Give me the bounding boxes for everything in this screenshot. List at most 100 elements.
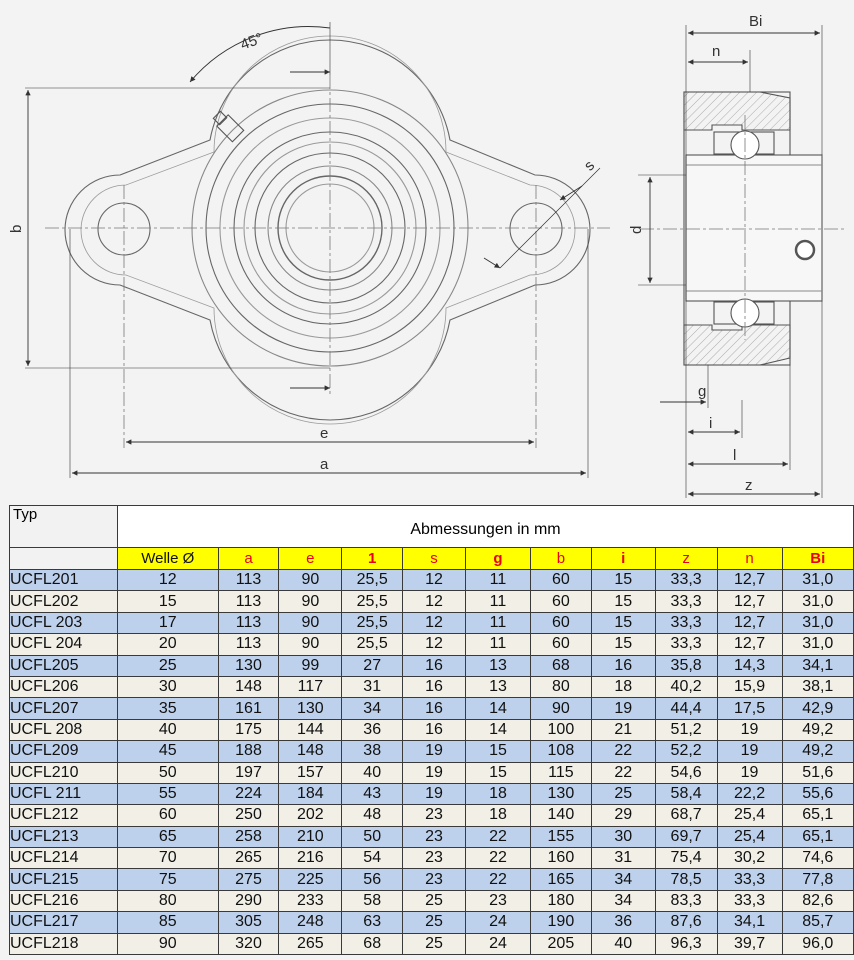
value-cell: 55,6	[781, 782, 854, 806]
value-cell: 39,7	[716, 932, 783, 956]
type-cell: UCFL217	[9, 911, 118, 934]
value-cell: 24	[464, 932, 531, 956]
value-cell: 205	[529, 932, 592, 956]
value-cell: 90	[529, 697, 592, 720]
type-cell: UCFL212	[9, 804, 118, 827]
value-cell: 17	[116, 611, 219, 635]
flange-outline	[64, 39, 591, 421]
value-cell: 15	[116, 590, 219, 613]
type-cell: UCFL205	[9, 654, 118, 677]
value-cell: 58,4	[654, 782, 718, 806]
value-cell: 23	[402, 847, 466, 870]
value-cell: 160	[529, 847, 592, 870]
value-cell: 90	[116, 932, 219, 956]
side-view	[683, 91, 823, 366]
table-title: Abmessungen in mm	[116, 505, 854, 548]
value-cell: 90	[278, 590, 343, 613]
value-cell: 50	[116, 761, 219, 784]
value-cell: 130	[529, 782, 592, 806]
label-a: a	[320, 456, 329, 473]
value-cell: 180	[529, 889, 592, 913]
value-cell: 25,5	[341, 590, 404, 613]
value-cell: 34	[341, 697, 404, 720]
value-cell: 33,3	[716, 889, 783, 913]
value-cell: 12,7	[716, 633, 783, 656]
label-n: n	[712, 43, 720, 60]
value-cell: 34,1	[781, 654, 854, 677]
value-cell: 33,3	[654, 590, 718, 613]
value-cell: 248	[278, 911, 343, 934]
value-cell: 305	[217, 911, 280, 934]
label-i: i	[709, 415, 712, 432]
value-cell: 60	[529, 633, 592, 656]
set-screw	[794, 239, 816, 261]
value-cell: 11	[464, 633, 531, 656]
value-cell: 16	[402, 675, 466, 699]
value-cell: 35	[116, 697, 219, 720]
value-cell: 90	[278, 568, 343, 592]
value-cell: 175	[217, 718, 280, 742]
value-cell: 50	[341, 825, 404, 849]
value-cell: 25,5	[341, 611, 404, 635]
value-cell: 20	[116, 633, 219, 656]
value-cell: 15,9	[716, 675, 783, 699]
value-cell: 15	[464, 761, 531, 784]
value-cell: 202	[278, 804, 343, 827]
value-cell: 290	[217, 889, 280, 913]
label-Bi: Bi	[749, 13, 762, 30]
value-cell: 60	[529, 590, 592, 613]
value-cell: 85,7	[781, 911, 854, 934]
value-cell: 19	[716, 718, 783, 742]
value-cell: 25	[116, 654, 219, 677]
value-cell: 68,7	[654, 804, 718, 827]
value-cell: 34,1	[716, 911, 783, 934]
type-cell: UCFL218	[9, 932, 118, 956]
value-cell: 11	[464, 611, 531, 635]
value-cell: 22	[590, 740, 656, 763]
value-cell: 96,3	[654, 932, 718, 956]
value-cell: 40	[116, 718, 219, 742]
value-cell: 12,7	[716, 568, 783, 592]
type-cell: UCFL210	[9, 761, 118, 784]
value-cell: 69,7	[654, 825, 718, 849]
type-cell: UCFL215	[9, 868, 118, 891]
value-cell: 18	[590, 675, 656, 699]
value-cell: 25	[402, 932, 466, 956]
value-cell: 25,4	[716, 804, 783, 827]
value-cell: 19	[716, 761, 783, 784]
value-cell: 19	[716, 740, 783, 763]
type-cell: UCFL 203	[9, 611, 118, 635]
value-cell: 12	[402, 633, 466, 656]
value-cell: 40,2	[654, 675, 718, 699]
value-cell: 29	[590, 804, 656, 827]
value-cell: 19	[590, 697, 656, 720]
value-cell: 80	[116, 889, 219, 913]
value-cell: 117	[278, 675, 343, 699]
value-cell: 80	[529, 675, 592, 699]
column-header: z	[654, 547, 718, 570]
column-header: e	[278, 547, 343, 570]
value-cell: 12	[402, 611, 466, 635]
value-cell: 65,1	[781, 804, 854, 827]
value-cell: 17,5	[716, 697, 783, 720]
value-cell: 38,1	[781, 675, 854, 699]
value-cell: 320	[217, 932, 280, 956]
value-cell: 27	[341, 654, 404, 677]
value-cell: 113	[217, 611, 280, 635]
value-cell: 75	[116, 868, 219, 891]
value-cell: 258	[217, 825, 280, 849]
value-cell: 12	[402, 590, 466, 613]
value-cell: 42,9	[781, 697, 854, 720]
value-cell: 19	[402, 761, 466, 784]
type-cell: UCFL 204	[9, 633, 118, 656]
value-cell: 14	[464, 718, 531, 742]
